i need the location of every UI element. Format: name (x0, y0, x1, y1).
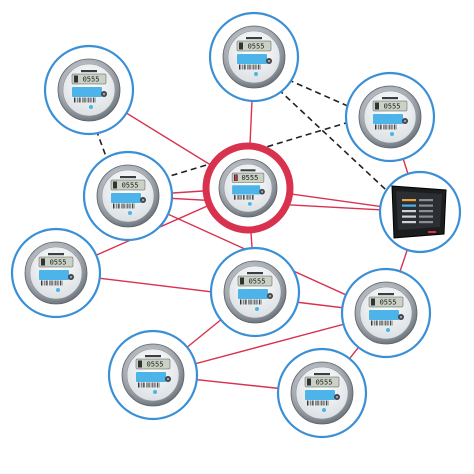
brand-mark (378, 293, 394, 296)
meter-lcd (110, 179, 146, 191)
lcd-indicator-icon (307, 378, 311, 386)
brand-mark (247, 272, 263, 275)
brand-mark (240, 169, 256, 172)
meter-nodes: 0555 0555 0555 0555 0555 0555 0555 0555 0555 0555 (10, 11, 462, 439)
optical-port-icon (248, 202, 252, 206)
screen-row (402, 215, 416, 218)
optical-port-icon (255, 307, 259, 311)
screen-row (402, 210, 416, 213)
brand-mark (314, 373, 330, 376)
brand-mark (120, 176, 136, 179)
meter-reading: 0555 (384, 102, 401, 110)
lcd-indicator-icon (375, 102, 379, 110)
dashed-link-m2-display (248, 61, 416, 218)
optical-port-icon (128, 211, 132, 215)
meter-label (238, 289, 268, 299)
optical-port-icon (390, 132, 394, 136)
meter-node-m10: 0555 (276, 347, 368, 439)
meter-label (237, 54, 267, 64)
barcode-icon (375, 124, 397, 130)
optical-port-icon (386, 328, 390, 332)
brand-mark (428, 231, 436, 233)
meter-lcd (231, 172, 265, 183)
barcode-icon (239, 64, 261, 70)
barcode-icon (138, 382, 160, 388)
meter-reading: 0555 (249, 277, 266, 285)
screen-value (419, 210, 433, 213)
barcode-icon (307, 400, 329, 406)
brand-mark (382, 97, 398, 100)
optical-port-icon (89, 105, 93, 109)
meter-node-m1: 0555 (43, 44, 135, 136)
meter-label (305, 390, 335, 400)
screen-value (419, 221, 433, 224)
meter-label (369, 310, 399, 320)
barcode-icon (371, 320, 393, 326)
hub-meter-node: 0555 (202, 142, 294, 234)
optical-port-icon (254, 72, 258, 76)
meter-lcd (372, 100, 408, 112)
meter-node-m8: 0555 (340, 267, 432, 359)
meter-reading: 0555 (147, 360, 164, 368)
meter-label (39, 270, 69, 280)
brand-mark (48, 253, 64, 256)
screen-row (402, 199, 416, 202)
lcd-indicator-icon (138, 360, 142, 368)
lcd-indicator-icon (41, 258, 45, 266)
meter-node-m6: 0555 (10, 227, 102, 319)
meter-lcd (71, 73, 107, 85)
barcode-icon (240, 299, 262, 305)
barcode-icon (233, 195, 254, 200)
lcd-indicator-icon (239, 42, 243, 50)
meter-node-m4: 0555 (82, 150, 174, 242)
barcode-icon (41, 280, 63, 286)
meter-label (373, 114, 403, 124)
barcode-icon (113, 203, 135, 209)
meter-lcd (135, 358, 171, 370)
meter-reading: 0555 (248, 42, 265, 50)
optical-port-icon (322, 408, 326, 412)
meter-node-m2: 0555 (208, 11, 300, 103)
screen-row (402, 221, 416, 224)
meter-lcd (368, 296, 404, 308)
lcd-indicator-icon (240, 277, 244, 285)
meter-lcd (304, 376, 340, 388)
meter-label (136, 372, 166, 382)
meter-label (111, 193, 141, 203)
optical-port-icon (56, 288, 60, 292)
brand-mark (145, 355, 161, 358)
display-device-node (378, 170, 462, 254)
screen-value (419, 215, 433, 218)
screen-value (419, 199, 433, 202)
meter-label (72, 87, 102, 97)
meter-label (232, 185, 261, 195)
dashed-link-m3-m4 (125, 109, 389, 191)
barcode-icon (74, 97, 96, 103)
meter-node-m7: 0555 (209, 246, 301, 338)
meter-reading: 0555 (50, 258, 67, 266)
lcd-indicator-icon (371, 298, 375, 306)
lcd-indicator-icon (113, 181, 117, 189)
screen-row (402, 204, 416, 207)
meter-reading: 0555 (316, 378, 333, 386)
meter-node-m3: 0555 (344, 71, 436, 163)
brand-mark (246, 37, 262, 40)
optical-port-icon (153, 390, 157, 394)
lcd-indicator-icon (74, 75, 78, 83)
meter-reading: 0555 (241, 174, 258, 182)
screen-value (419, 204, 433, 207)
meter-lcd (237, 275, 273, 287)
meter-lcd (38, 256, 74, 268)
brand-mark (81, 70, 97, 73)
hub-indicator (234, 174, 237, 181)
meter-lcd (236, 40, 272, 52)
meter-reading: 0555 (380, 298, 397, 306)
meter-node-m9: 0555 (107, 329, 199, 421)
meter-reading: 0555 (83, 75, 100, 83)
meter-reading: 0555 (122, 181, 139, 189)
